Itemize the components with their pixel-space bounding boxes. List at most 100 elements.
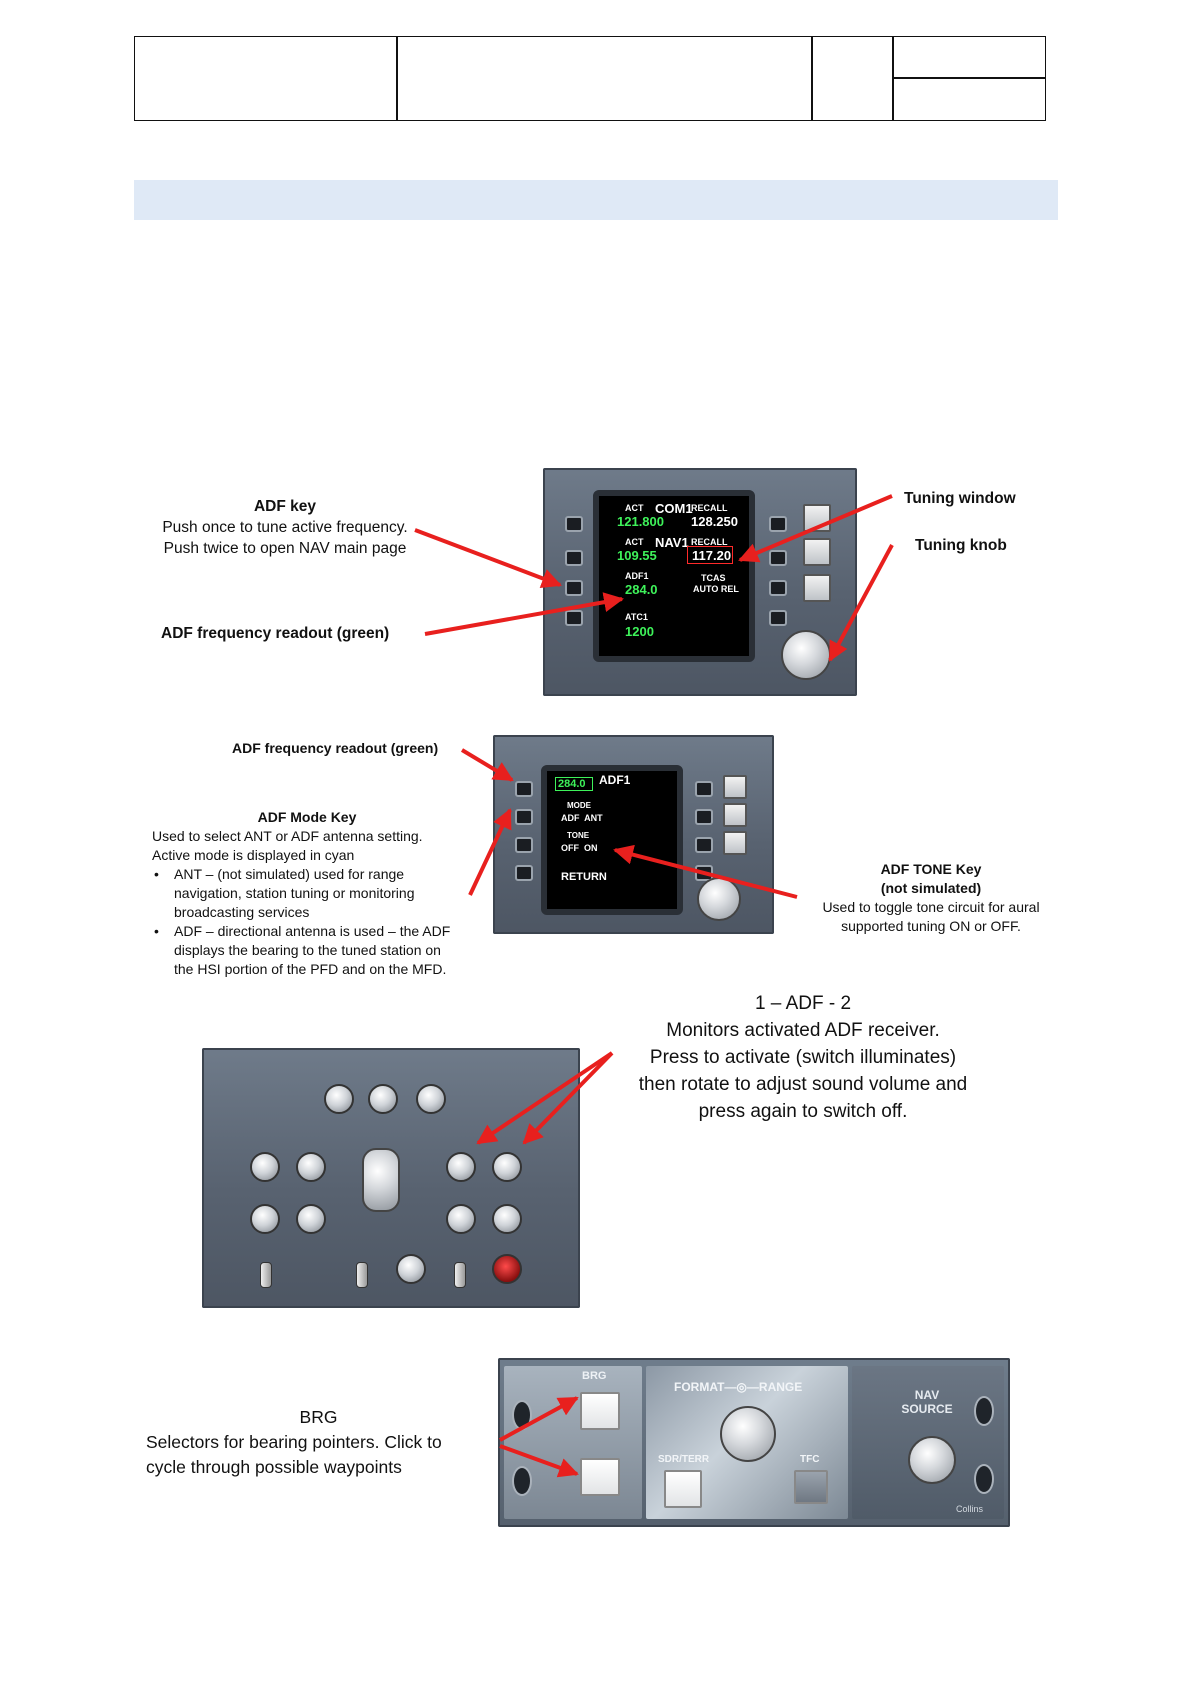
fig1-atc-code: 1200 bbox=[625, 624, 654, 639]
fig2-rsk-3 bbox=[695, 837, 713, 853]
fig1-recall2-label: RECALL bbox=[691, 537, 728, 547]
section-heading-band bbox=[134, 180, 1058, 220]
fig2-return-label: RETURN bbox=[561, 871, 607, 883]
fig4-format-range-label: FORMAT—◎—RANGE bbox=[674, 1380, 803, 1394]
fig3-selector-knob bbox=[362, 1148, 400, 1212]
fig4-brg-caption: BRG Selectors for bearing pointers. Clic… bbox=[146, 1405, 491, 1480]
fig3-mkr1-knob bbox=[446, 1204, 476, 1234]
fig3-mkr2-knob bbox=[492, 1204, 522, 1234]
fig2-rsk-1 bbox=[695, 781, 713, 797]
fig4-screw-left-bottom bbox=[512, 1466, 532, 1496]
fig1-lsk-3 bbox=[565, 580, 583, 596]
fig1-act1-label: ACT bbox=[625, 503, 644, 513]
fig1-ident-button bbox=[803, 504, 831, 532]
fig4-display-control-panel-photo: BRG FORMAT—◎—RANGE SDR/TERR TFC NAV SOUR… bbox=[498, 1358, 1010, 1527]
fig2-mode-key-title: ADF Mode Key bbox=[257, 809, 357, 825]
fig3-adf2-knob bbox=[492, 1152, 522, 1182]
fig1-tuning-window-caption: Tuning window bbox=[904, 490, 1016, 507]
fig1-tcas-label: TCAS bbox=[701, 573, 726, 583]
fig1-com-recall-freq: 128.250 bbox=[691, 514, 738, 529]
header-cell-middle bbox=[396, 36, 813, 121]
fig4-line1: Selectors for bearing pointers. Click to bbox=[146, 1432, 442, 1452]
arrow-adf-key bbox=[414, 528, 562, 588]
fig3-int-svc-knob bbox=[416, 1084, 446, 1114]
fig1-adf-freq-readout: 284.0 bbox=[625, 582, 658, 597]
fig4-screw-right-top bbox=[974, 1396, 994, 1426]
fig1-atc1-label: ATC1 bbox=[625, 612, 648, 622]
fig1-display-screen: ACT COM1 RECALL 121.800 128.250 ACT NAV1… bbox=[593, 490, 755, 662]
fig3-vhf2-knob bbox=[368, 1084, 398, 1114]
fig2-lsk-3 bbox=[515, 837, 533, 853]
fig2-tone-key-title: ADF TONE Key bbox=[880, 861, 982, 877]
fig4-nav-source-label: NAV SOURCE bbox=[901, 1388, 953, 1416]
fig2-tone-label: TONE bbox=[567, 831, 590, 840]
fig2-lsk-4 bbox=[515, 865, 533, 881]
fig4-sdr-terr-button bbox=[664, 1470, 702, 1508]
fig2-mode-key-line1: Used to select ANT or ADF antenna settin… bbox=[152, 828, 423, 844]
fig1-lsk-4 bbox=[565, 610, 583, 626]
fig4-screw-left-top bbox=[512, 1400, 532, 1430]
fig1-auto-rel-label: AUTO REL bbox=[693, 584, 739, 594]
fig1-radio-panel-photo: ACT COM1 RECALL 121.800 128.250 ACT NAV1… bbox=[543, 468, 857, 696]
fig2-tone-key-line1: Used to toggle tone circuit for aural bbox=[822, 899, 1040, 915]
fig2-mode-key-caption: ADF Mode Key Used to select ANT or ADF a… bbox=[152, 808, 472, 979]
fig4-collins-label: Collins bbox=[956, 1504, 984, 1514]
header-cell-left bbox=[134, 36, 398, 121]
fig3-dme1-knob bbox=[250, 1152, 280, 1182]
fig3-line2: Press to activate (switch illuminates) bbox=[649, 1047, 957, 1068]
fig4-sdr-terr-label: SDR/TERR bbox=[658, 1454, 710, 1465]
fig3-toggle-voice bbox=[356, 1262, 368, 1288]
fig2-tone-key-caption: ADF TONE Key (not simulated) Used to tog… bbox=[808, 860, 1054, 936]
fig2-lsk-2 bbox=[515, 809, 533, 825]
fig1-tuning-knob-caption: Tuning knob bbox=[915, 537, 1007, 554]
fig3-dme2-knob bbox=[296, 1152, 326, 1182]
fig2-tone-options: OFF ON bbox=[561, 843, 598, 853]
fig4-nav-source-knob bbox=[908, 1436, 956, 1484]
fig3-toggle-mask bbox=[454, 1262, 466, 1288]
fig4-title: BRG bbox=[299, 1407, 338, 1427]
fig3-chk-knob bbox=[492, 1254, 522, 1284]
fig1-adf-freq-caption: ADF frequency readout (green) bbox=[161, 625, 390, 642]
fig2-ident-button bbox=[723, 775, 747, 799]
fig4-brg-button-2 bbox=[580, 1458, 620, 1496]
fig2-bullet-adf: ADF – directional antenna is used – the … bbox=[152, 922, 459, 979]
fig2-mode-label: MODE bbox=[567, 801, 591, 810]
fig3-nav2-knob bbox=[296, 1204, 326, 1234]
fig4-brg-label: BRG bbox=[582, 1370, 607, 1382]
fig1-nav1-label: NAV1 bbox=[655, 535, 689, 550]
fig1-recall1-label: RECALL bbox=[691, 503, 728, 513]
fig2-tone-key-sub: (not simulated) bbox=[880, 880, 982, 896]
fig1-act2-label: ACT bbox=[625, 537, 644, 547]
fig4-brg-button-1 bbox=[580, 1392, 620, 1430]
fig2-freq-box: 284.0 bbox=[555, 777, 593, 791]
fig1-com1-label: COM1 bbox=[655, 501, 693, 516]
fig2-radio-panel-photo: 284.0 ADF1 MODE ADF ANT TONE OFF ON RETU… bbox=[493, 735, 774, 934]
fig3-line4: press again to switch off. bbox=[698, 1101, 908, 1122]
fig3-line3: then rotate to adjust sound volume and bbox=[638, 1074, 968, 1095]
fig1-lsk-1 bbox=[565, 516, 583, 532]
fig2-mode-key-line2: Active mode is displayed in cyan bbox=[152, 847, 355, 863]
fig1-rsk-4 bbox=[769, 610, 787, 626]
header-cell-small bbox=[811, 36, 894, 121]
fig2-tuning-knob bbox=[697, 877, 741, 921]
fig2-bullet-ant: ANT – (not simulated) used for range nav… bbox=[152, 865, 459, 922]
header-cell-right-top bbox=[892, 36, 1046, 79]
fig1-dme-button bbox=[803, 538, 831, 566]
header-cell-right-bottom bbox=[892, 77, 1046, 121]
fig1-adf-key-caption: ADF key Push once to tune active frequen… bbox=[145, 496, 425, 559]
fig3-vhf1-knob bbox=[324, 1084, 354, 1114]
fig3-title: 1 – ADF - 2 bbox=[754, 993, 852, 1014]
fig3-spkr-knob bbox=[396, 1254, 426, 1284]
fig1-tuning-window-box bbox=[687, 546, 733, 564]
fig2-mode-options: ADF ANT bbox=[561, 813, 603, 823]
fig1-rsk-3 bbox=[769, 580, 787, 596]
fig3-toggle-1 bbox=[260, 1262, 272, 1288]
fig3-adf1-knob bbox=[446, 1152, 476, 1182]
fig4-line2: cycle through possible waypoints bbox=[146, 1457, 402, 1477]
fig3-caption: 1 – ADF - 2 Monitors activated ADF recei… bbox=[618, 990, 988, 1125]
fig3-nav1-knob bbox=[250, 1204, 280, 1234]
fig4-screw-right-bottom bbox=[974, 1464, 994, 1494]
fig4-range-knob bbox=[720, 1406, 776, 1462]
fig2-rsk-2 bbox=[695, 809, 713, 825]
fig2-display-screen: 284.0 ADF1 MODE ADF ANT TONE OFF ON RETU… bbox=[541, 765, 683, 915]
